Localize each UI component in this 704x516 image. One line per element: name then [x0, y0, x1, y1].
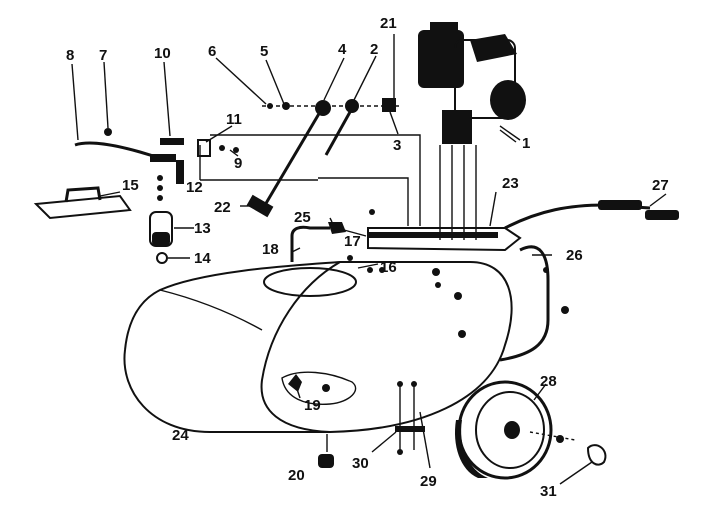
drain-valve [318, 434, 334, 468]
intake-tube [290, 222, 346, 262]
label-12: 12 [186, 179, 203, 196]
label-26: 26 [566, 247, 583, 264]
cable-assembly [199, 98, 421, 226]
label-5: 5 [260, 43, 268, 60]
label-20: 20 [288, 467, 305, 484]
label-29: 29 [420, 473, 437, 490]
air-tank [123, 261, 513, 433]
tank-fasteners [347, 209, 569, 338]
label-9: 9 [234, 155, 242, 172]
label-17: 17 [344, 233, 361, 250]
label-19: 19 [304, 397, 321, 414]
hub-cap [586, 444, 607, 466]
part-labels: 1 2 3 4 5 6 7 8 9 10 11 12 13 14 15 16 1… [66, 15, 669, 500]
label-25: 25 [294, 209, 311, 226]
label-21: 21 [380, 15, 397, 32]
label-2: 2 [370, 41, 378, 58]
label-8: 8 [66, 47, 74, 64]
label-30: 30 [352, 455, 369, 472]
label-1: 1 [522, 135, 530, 152]
wheel [454, 380, 576, 480]
label-16: 16 [380, 259, 397, 276]
label-28: 28 [540, 373, 557, 390]
label-31: 31 [540, 483, 557, 500]
label-7: 7 [99, 47, 107, 64]
label-14: 14 [194, 250, 211, 267]
label-11: 11 [226, 111, 242, 128]
label-23: 23 [502, 175, 519, 192]
handle-frame [499, 200, 679, 362]
filter [149, 175, 173, 264]
label-6: 6 [208, 43, 216, 60]
label-3: 3 [393, 137, 401, 154]
mounting-bolts [395, 381, 425, 455]
label-13: 13 [194, 220, 211, 237]
label-4: 4 [338, 41, 347, 58]
label-27: 27 [652, 177, 669, 194]
label-24: 24 [172, 427, 189, 444]
label-18: 18 [262, 241, 279, 258]
engine [418, 22, 526, 144]
label-15: 15 [122, 177, 139, 194]
engine-mount-plate [367, 145, 522, 252]
cover-plate [33, 186, 132, 220]
label-10: 10 [154, 45, 171, 62]
label-22: 22 [214, 199, 231, 216]
linkage-parts [74, 128, 239, 184]
leader-lines [71, 34, 667, 485]
